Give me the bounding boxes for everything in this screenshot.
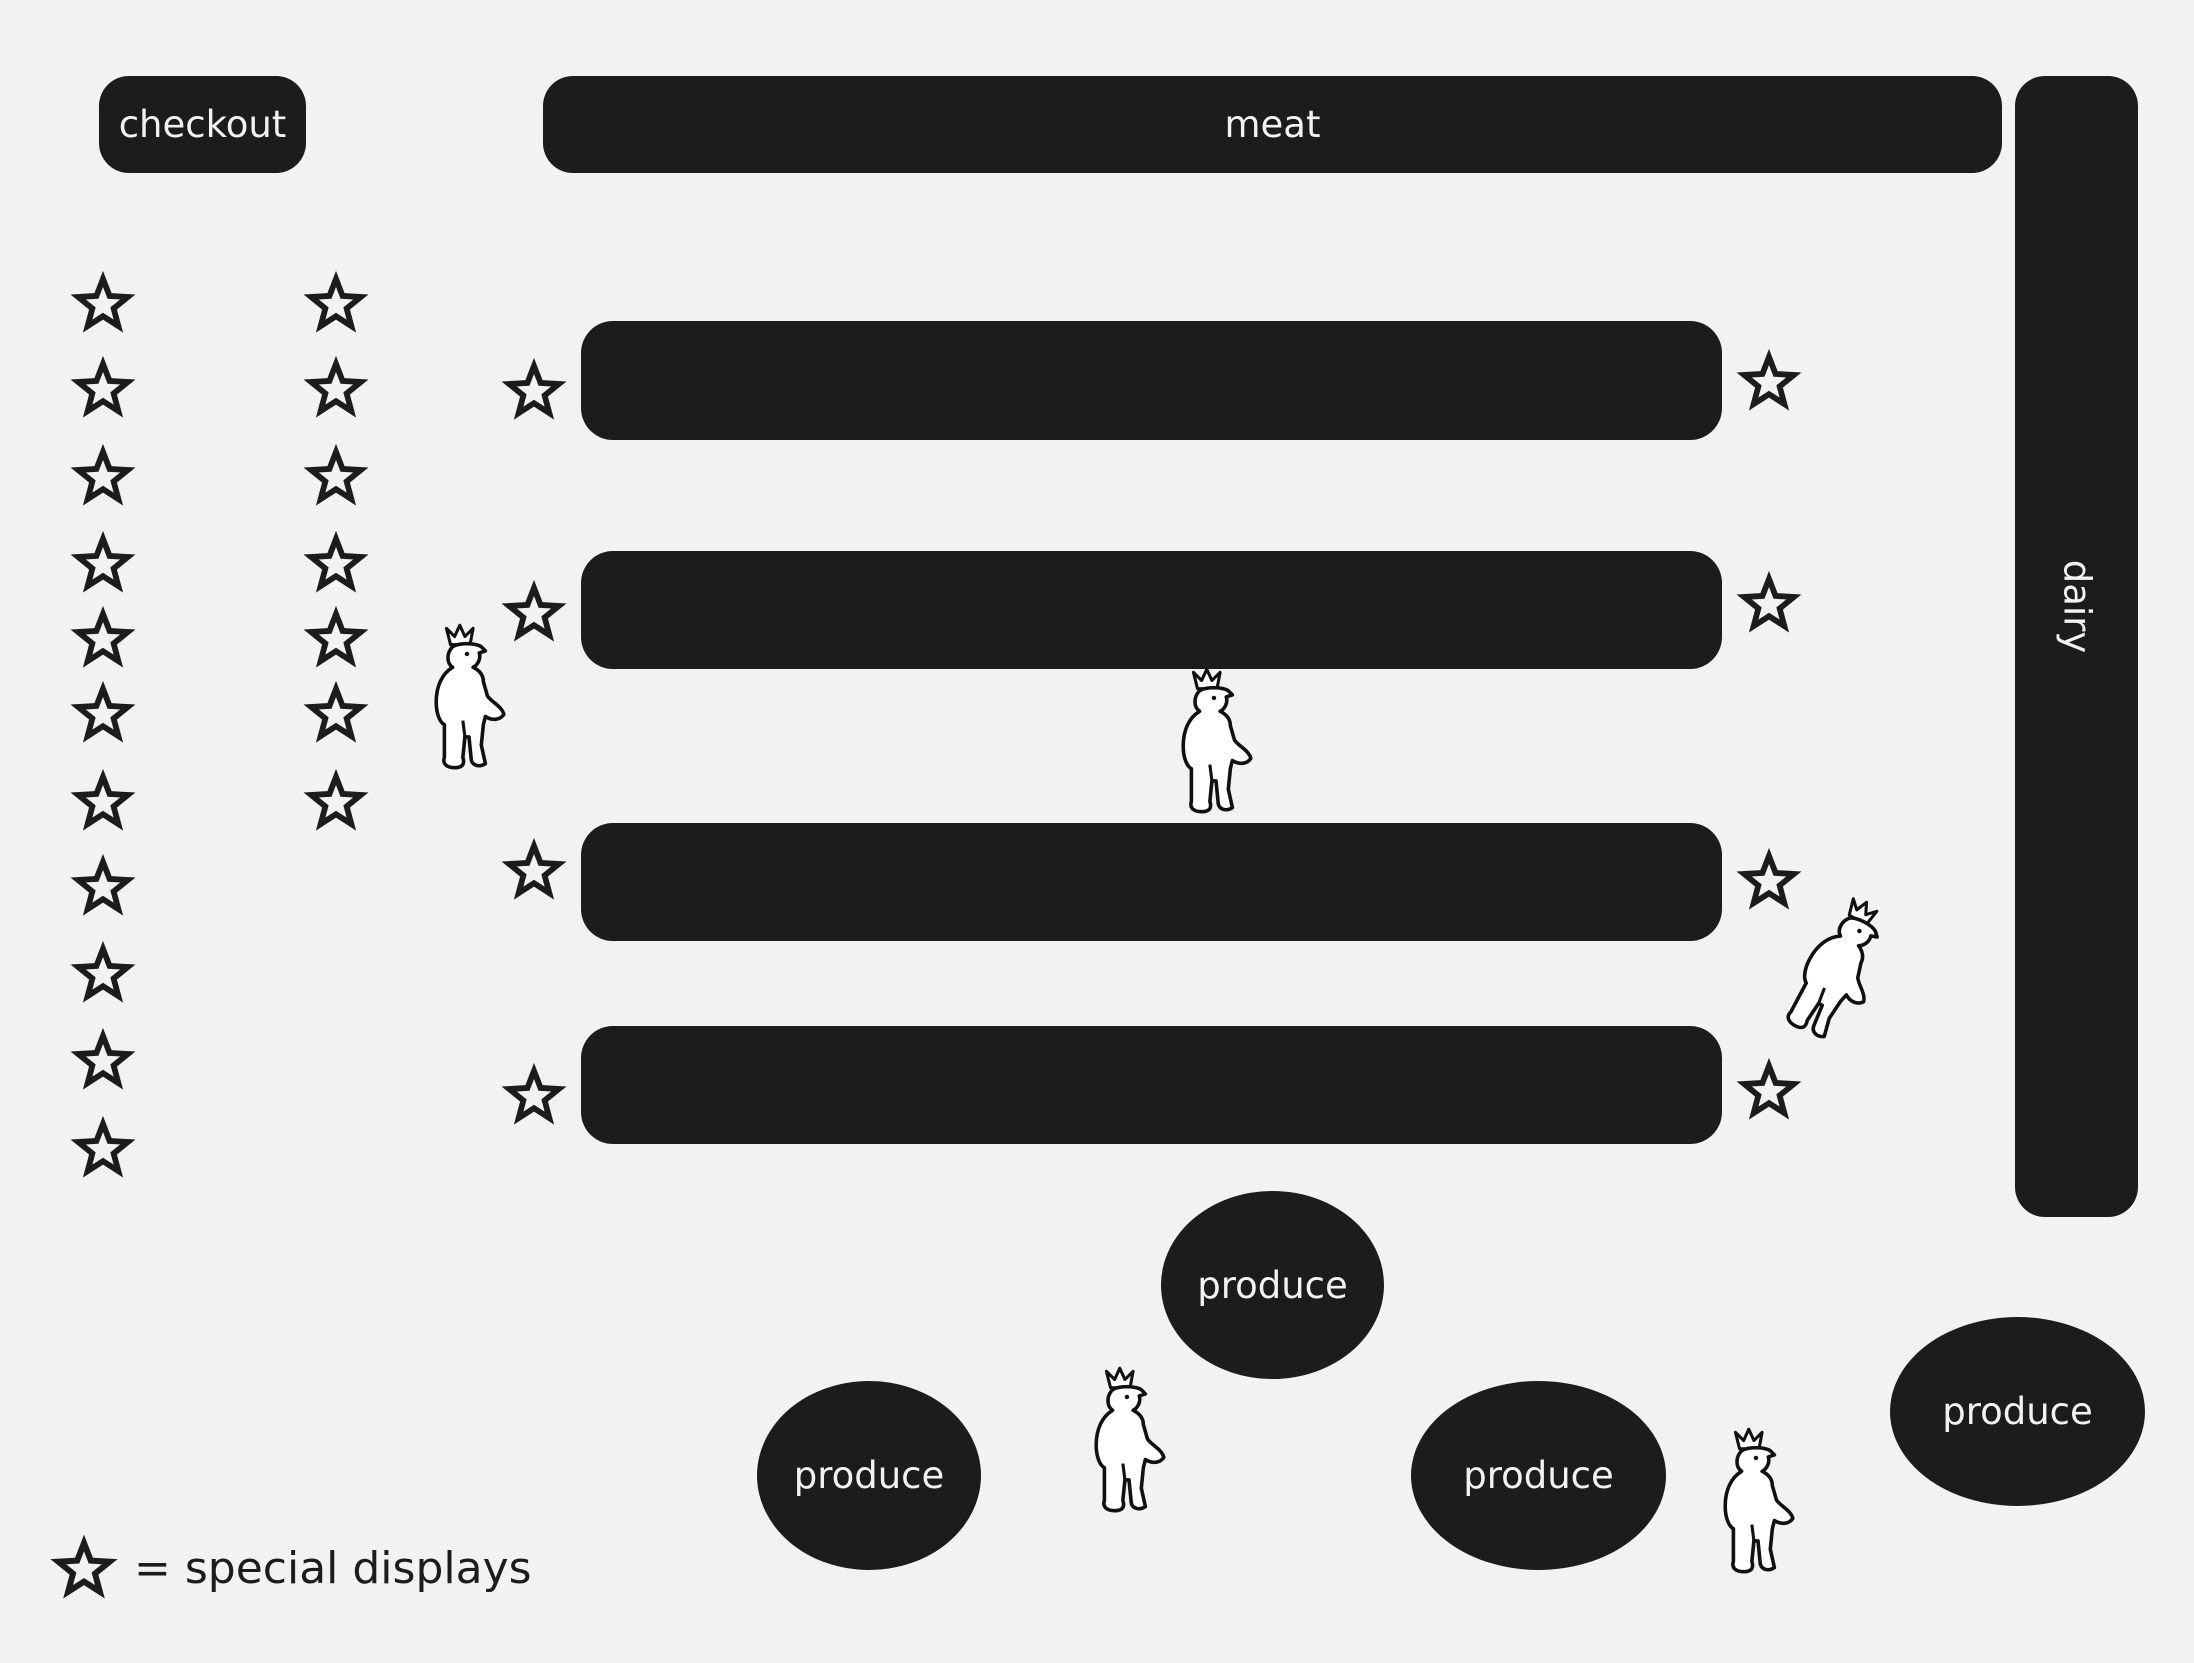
shopper-crowned-figure-icon (1181, 667, 1253, 814)
star-icon (501, 357, 567, 420)
produce-bin: produce (757, 1381, 981, 1570)
aisle-4 (581, 1026, 1722, 1144)
produce-label: produce (1463, 1454, 1614, 1497)
checkout-label: checkout (118, 103, 287, 146)
legend-text: = special displays (134, 1543, 532, 1594)
star-icon (70, 680, 136, 743)
produce-label: produce (793, 1454, 945, 1497)
star-icon (303, 768, 369, 831)
star-icon (1736, 847, 1802, 910)
star-icon (70, 270, 136, 333)
produce-label: produce (1197, 1263, 1348, 1307)
dairy-counter: dairy (2015, 76, 2138, 1217)
star-icon (501, 1062, 567, 1125)
star-icon (70, 768, 136, 831)
dairy-label: dairy (2055, 559, 2098, 654)
star-icon (303, 270, 369, 333)
shopper-crowned-figure-icon (1723, 1427, 1795, 1574)
star-icon (303, 355, 369, 418)
star-icon (303, 680, 369, 743)
aisle-3 (581, 823, 1722, 941)
aisle-1 (581, 321, 1722, 440)
star-icon (70, 355, 136, 418)
shopper-crowned-figure-icon (434, 623, 506, 770)
star-icon (50, 1534, 118, 1599)
star-icon (1736, 348, 1802, 411)
star-icon (1736, 1057, 1802, 1120)
star-icon (303, 530, 369, 593)
star-icon (303, 605, 369, 668)
produce-bin: produce (1890, 1317, 2145, 1506)
star-icon (303, 443, 369, 506)
star-icon (1736, 570, 1802, 633)
produce-bin: produce (1161, 1191, 1384, 1379)
produce-bin: produce (1411, 1381, 1666, 1570)
shopper-crowned-figure-icon (1786, 897, 1879, 1039)
meat-counter: meat (543, 76, 2002, 173)
star-icon (70, 940, 136, 1003)
star-icon (70, 1027, 136, 1090)
star-icon (501, 837, 567, 900)
star-icon (70, 605, 136, 668)
star-icon (70, 530, 136, 593)
star-icon (501, 579, 567, 642)
star-icon (70, 853, 136, 916)
star-icon (70, 1115, 136, 1178)
checkout-counter: checkout (99, 76, 306, 173)
shopper-crowned-figure-icon (1094, 1366, 1166, 1513)
meat-label: meat (1224, 103, 1321, 146)
star-icon (70, 443, 136, 506)
aisle-2 (581, 551, 1722, 669)
produce-label: produce (1942, 1390, 2093, 1433)
